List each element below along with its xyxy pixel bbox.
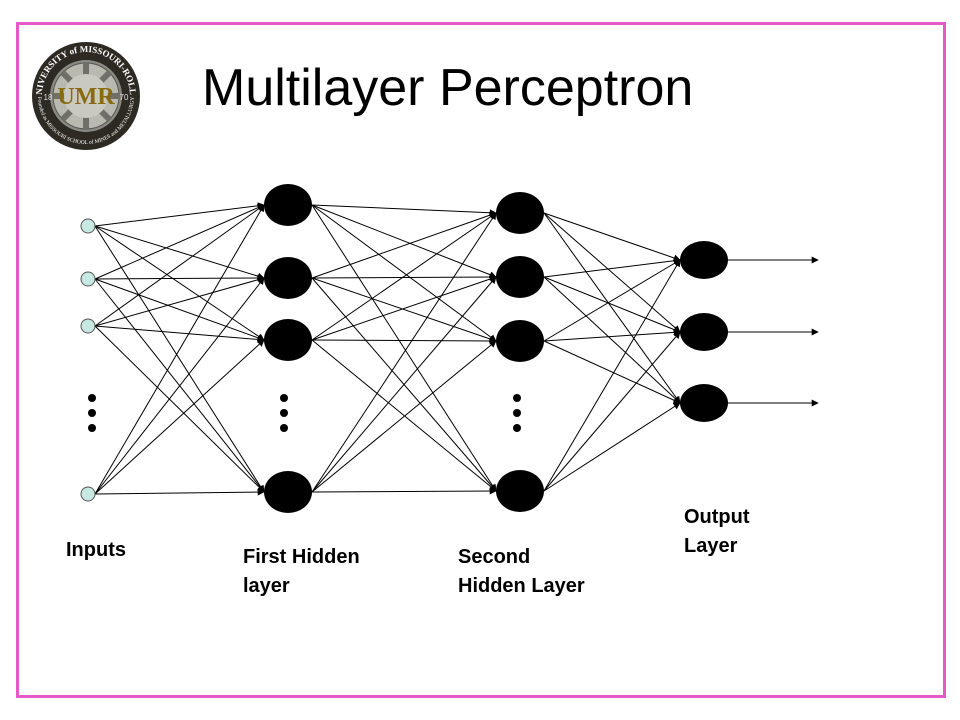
edge-hidden2-1-to-output-2	[543, 276, 681, 404]
hidden2-ellipsis-dot-1	[513, 409, 521, 417]
label-inputs-text: Inputs	[66, 539, 126, 561]
label-output-layer: Output Layer	[684, 503, 750, 561]
label-output-line1: Output	[684, 506, 750, 528]
edge-hidden1-3-to-hidden2-1	[311, 276, 497, 493]
edge-hidden2-2-to-output-1	[543, 328, 681, 342]
input-ellipsis-dot-2	[88, 424, 96, 432]
edge-hidden1-2-to-hidden2-0	[311, 212, 497, 341]
input-node-1	[80, 271, 96, 287]
edge-hidden1-1-to-hidden2-1	[311, 273, 497, 281]
edge-hidden1-0-to-hidden2-1	[311, 204, 497, 278]
edge-input-0-to-hidden1-3	[94, 225, 265, 493]
hidden1-ellipsis-dot-0	[280, 394, 288, 402]
edge-input-0-to-hidden1-0	[94, 202, 265, 227]
edge-input-1-to-hidden1-0	[94, 204, 265, 280]
edge-input-3-to-hidden1-1	[94, 277, 265, 495]
edge-hidden2-3-to-output-2	[543, 402, 681, 492]
edge-input-2-to-hidden1-3	[94, 325, 265, 493]
output-node-1	[680, 313, 728, 351]
edge-input-3-to-hidden1-3	[94, 488, 265, 496]
edge-input-2-to-hidden1-1	[94, 276, 265, 327]
edge-hidden1-3-to-hidden2-0	[311, 212, 497, 493]
label-first-hidden-line1: First Hidden	[243, 546, 360, 568]
university-seal-logo: UMR 18 70 UNIVERSITY of MISSOURI-ROLLA F…	[30, 40, 140, 150]
label-second-hidden-layer: Second Hidden Layer	[458, 543, 585, 601]
hidden1-node-1	[264, 257, 312, 299]
input-node-2	[80, 318, 96, 334]
hidden1-node-0	[264, 184, 312, 226]
edge-input-0-to-hidden1-2	[94, 225, 265, 341]
edge-hidden2-0-to-output-1	[543, 212, 681, 333]
edge-hidden1-0-to-hidden2-0	[311, 204, 497, 217]
hidden2-node-1	[496, 256, 544, 298]
hidden2-node-0	[496, 192, 544, 234]
edge-input-3-to-hidden1-0	[94, 204, 265, 495]
edge-hidden1-2-to-hidden2-2	[311, 337, 497, 345]
edge-hidden2-1-to-output-0	[543, 257, 681, 278]
edge-hidden2-3-to-output-0	[543, 259, 681, 492]
svg-text:UMR: UMR	[57, 84, 115, 110]
edge-input-3-to-hidden1-2	[94, 339, 265, 495]
hidden1-ellipsis-dot-2	[280, 424, 288, 432]
hidden1-ellipsis-dot-1	[280, 409, 288, 417]
hidden2-node-3	[496, 470, 544, 512]
svg-text:70: 70	[120, 93, 129, 102]
input-ellipsis-dot-0	[88, 394, 96, 402]
edge-hidden1-1-to-hidden2-0	[311, 211, 497, 279]
network-nodes	[80, 184, 728, 513]
edge-hidden1-1-to-hidden2-2	[311, 277, 497, 343]
edge-input-1-to-hidden1-2	[94, 278, 265, 342]
edge-hidden1-2-to-hidden2-1	[311, 275, 497, 341]
edge-input-0-to-hidden1-1	[94, 225, 265, 280]
label-first-hidden-line2: layer	[243, 575, 290, 597]
label-inputs: Inputs	[66, 536, 126, 565]
hidden1-node-3	[264, 471, 312, 513]
edge-hidden1-3-to-hidden2-3	[311, 487, 497, 495]
edge-hidden2-2-to-output-0	[543, 259, 681, 342]
label-first-hidden-layer: First Hidden layer	[243, 543, 360, 601]
label-second-hidden-line1: Second	[458, 546, 531, 568]
connection-edges	[94, 202, 681, 496]
input-ellipsis-dot-1	[88, 409, 96, 417]
edge-hidden2-2-to-output-2	[543, 340, 681, 404]
edge-hidden2-1-to-output-1	[543, 276, 681, 333]
input-node-3	[80, 486, 96, 502]
edge-hidden1-2-to-hidden2-3	[311, 339, 497, 492]
label-output-line2: Layer	[684, 535, 738, 557]
hidden2-ellipsis-dot-0	[513, 394, 521, 402]
hidden2-node-2	[496, 320, 544, 362]
edge-hidden1-0-to-hidden2-3	[311, 204, 497, 492]
slide-title: Multilayer Perceptron	[202, 59, 694, 117]
slide-frame	[16, 22, 946, 698]
edge-input-2-to-hidden1-2	[94, 325, 265, 343]
output-arrows	[728, 256, 819, 407]
svg-text:18: 18	[44, 93, 53, 102]
edge-hidden1-3-to-hidden2-2	[311, 340, 497, 493]
input-node-0	[80, 218, 96, 234]
output-node-2	[680, 384, 728, 422]
edge-hidden1-0-to-hidden2-2	[311, 204, 497, 342]
output-node-0	[680, 241, 728, 279]
ellipsis-dots	[88, 394, 521, 432]
edge-hidden2-0-to-output-2	[543, 212, 681, 404]
edge-input-2-to-hidden1-0	[94, 204, 265, 327]
edge-input-1-to-hidden1-1	[94, 274, 265, 282]
label-second-hidden-line2: Hidden Layer	[458, 575, 585, 597]
hidden2-ellipsis-dot-2	[513, 424, 521, 432]
hidden1-node-2	[264, 319, 312, 361]
edge-hidden2-0-to-output-0	[543, 212, 681, 262]
edge-hidden2-3-to-output-1	[543, 331, 681, 492]
